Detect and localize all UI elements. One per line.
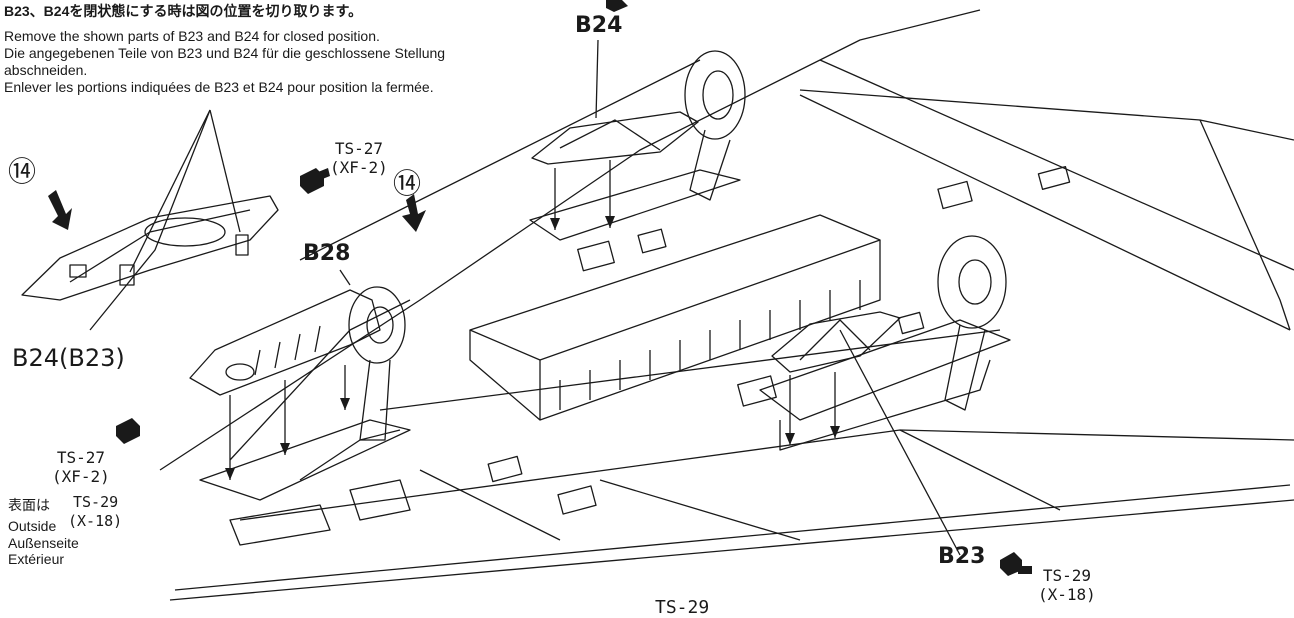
door-b24-detail <box>21 195 279 301</box>
step-number-mid: ⑭ <box>393 167 422 200</box>
paint-code: TS-29 <box>1042 566 1091 585</box>
paint-chip-ts27-top <box>300 168 324 194</box>
instruction-german: Die angegebenen Teile von B23 und B24 fü… <box>4 45 446 78</box>
outside-note-name: (X-18) <box>68 512 123 530</box>
paint-name: (XF-2) <box>52 467 110 486</box>
door-b24-top <box>531 111 699 165</box>
outside-note-en: Outside <box>8 518 57 534</box>
door-b23-right <box>771 311 901 373</box>
door-b28 <box>189 289 381 396</box>
step-arrow-mid <box>402 194 426 232</box>
paint-name: (X-18) <box>1038 585 1096 604</box>
fuselage-wing-edge <box>159 9 981 471</box>
paint-chip-ts27-left <box>116 418 140 444</box>
step-number-left: ⑭ <box>8 155 37 188</box>
instruction-japanese: B23、B24を閉状態にする時は図の位置を切り取ります。 <box>4 3 363 19</box>
paint-code: TS-27 <box>56 448 105 467</box>
label-b24: B24 <box>575 13 623 38</box>
paint-callout-ts29-right: TS-29 (X-18) <box>1038 566 1096 604</box>
fuselage-lower-edge <box>169 499 1294 601</box>
paint-code: TS-27 <box>334 139 383 158</box>
paint-chip-ts29-right <box>1000 552 1022 576</box>
outside-note-de: Außenseite <box>8 535 79 551</box>
outside-note-ja: 表面は <box>8 497 50 513</box>
label-b23: B23 <box>938 544 986 569</box>
instruction-french: Enlever les portions indiquées de B23 et… <box>4 79 434 95</box>
outside-note-fr: Extérieur <box>8 551 65 567</box>
outside-note-code: TS-29 <box>73 493 119 511</box>
label-b24-b23: B24(B23) <box>12 344 125 372</box>
paint-name: (XF-2) <box>330 158 388 177</box>
step-arrow-left <box>48 190 72 230</box>
paint-callout-ts27-top: TS-27 (XF-2) <box>330 139 388 177</box>
instruction-english: Remove the shown parts of B23 and B24 fo… <box>4 28 380 44</box>
paint-callout-ts27-left: TS-27 (XF-2) <box>52 448 110 486</box>
paint-code-bottom-partial: TS-29 <box>655 597 710 618</box>
label-b28: B28 <box>303 241 351 266</box>
